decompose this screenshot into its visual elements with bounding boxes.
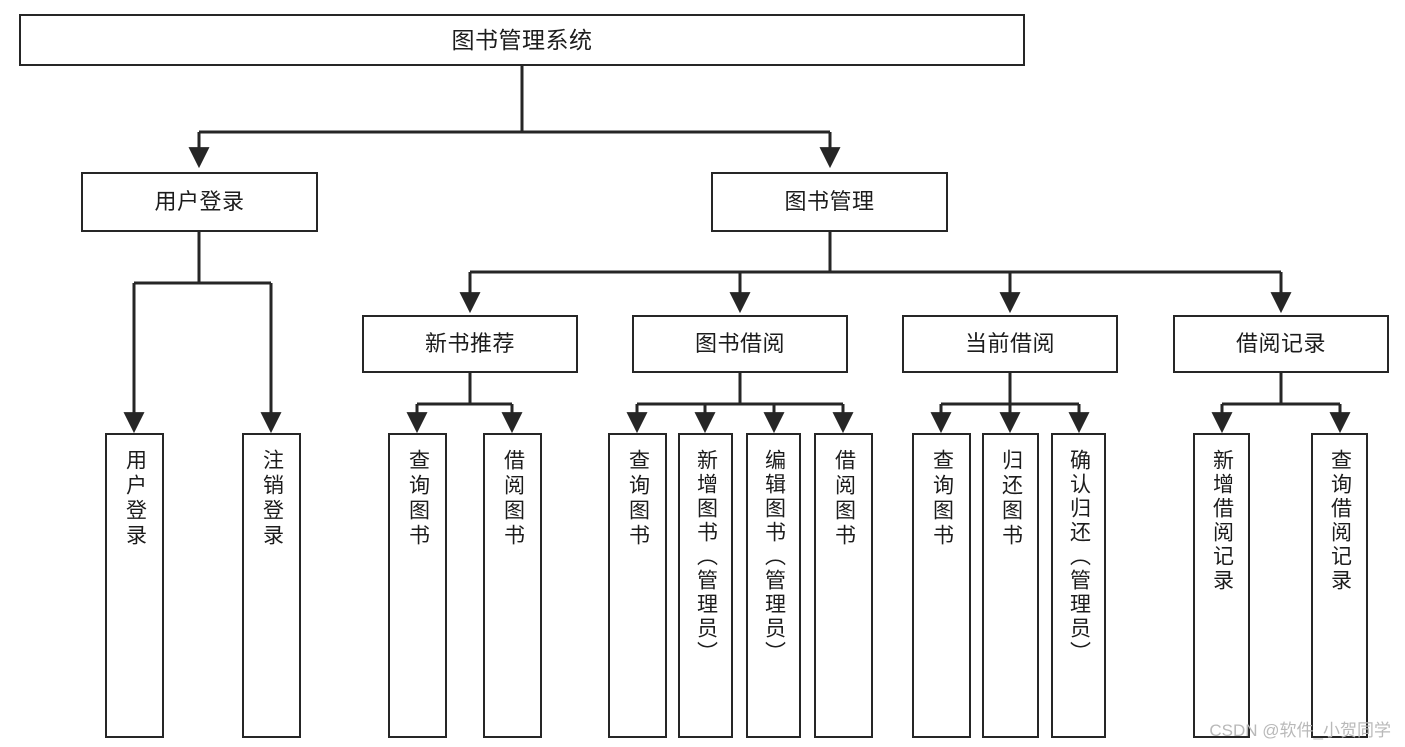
node-label: 查询借阅记录 xyxy=(1328,449,1352,593)
leaf-node-edit-book-admin[interactable]: 编辑图书（管理员） xyxy=(746,433,801,738)
node-label: 编辑图书（管理员） xyxy=(762,449,786,665)
node-label: 借阅图书 xyxy=(832,449,856,549)
leaf-node-user-login[interactable]: 用户登录 xyxy=(105,433,164,738)
node-borrow-record[interactable]: 借阅记录 xyxy=(1173,315,1389,373)
node-label: 新增借阅记录 xyxy=(1210,449,1234,593)
node-label: 确认归还（管理员） xyxy=(1067,449,1091,665)
node-label: 借阅图书 xyxy=(501,449,525,549)
leaf-node-add-book-admin[interactable]: 新增图书（管理员） xyxy=(678,433,733,738)
node-root-book-management-system[interactable]: 图书管理系统 xyxy=(19,14,1025,66)
node-label: 借阅记录 xyxy=(1235,331,1326,357)
node-label: 图书借阅 xyxy=(694,331,785,357)
leaf-node-query-book-recommend[interactable]: 查询图书 xyxy=(388,433,447,738)
node-new-book-recommend[interactable]: 新书推荐 xyxy=(362,315,578,373)
node-label: 归还图书 xyxy=(999,449,1023,549)
leaf-node-query-book-current[interactable]: 查询图书 xyxy=(912,433,971,738)
leaf-node-query-book-borrow[interactable]: 查询图书 xyxy=(608,433,667,738)
node-label: 图书管理系统 xyxy=(451,26,593,53)
leaf-node-add-borrow-record[interactable]: 新增借阅记录 xyxy=(1193,433,1250,738)
leaf-node-query-borrow-record[interactable]: 查询借阅记录 xyxy=(1311,433,1368,738)
leaf-node-return-book[interactable]: 归还图书 xyxy=(982,433,1039,738)
node-label: 新增图书（管理员） xyxy=(694,449,718,665)
node-label: 查询图书 xyxy=(406,449,430,549)
node-book-borrow[interactable]: 图书借阅 xyxy=(632,315,848,373)
leaf-node-borrow-book[interactable]: 借阅图书 xyxy=(814,433,873,738)
node-label: 注销登录 xyxy=(260,449,284,549)
node-label: 图书管理 xyxy=(784,189,875,215)
leaf-node-borrow-book-recommend[interactable]: 借阅图书 xyxy=(483,433,542,738)
node-label: 用户登录 xyxy=(123,449,147,549)
node-label: 查询图书 xyxy=(626,449,650,549)
csdn-watermark: CSDN @软件_小贺同学 xyxy=(1209,721,1391,740)
node-label: 新书推荐 xyxy=(424,331,515,357)
node-book-management[interactable]: 图书管理 xyxy=(711,172,948,232)
leaf-node-logout-login[interactable]: 注销登录 xyxy=(242,433,301,738)
node-user-login[interactable]: 用户登录 xyxy=(81,172,318,232)
node-label: 当前借阅 xyxy=(964,331,1055,357)
node-label: 用户登录 xyxy=(154,189,245,215)
node-current-borrow[interactable]: 当前借阅 xyxy=(902,315,1118,373)
leaf-node-confirm-return-admin[interactable]: 确认归还（管理员） xyxy=(1051,433,1106,738)
node-label: 查询图书 xyxy=(930,449,954,549)
